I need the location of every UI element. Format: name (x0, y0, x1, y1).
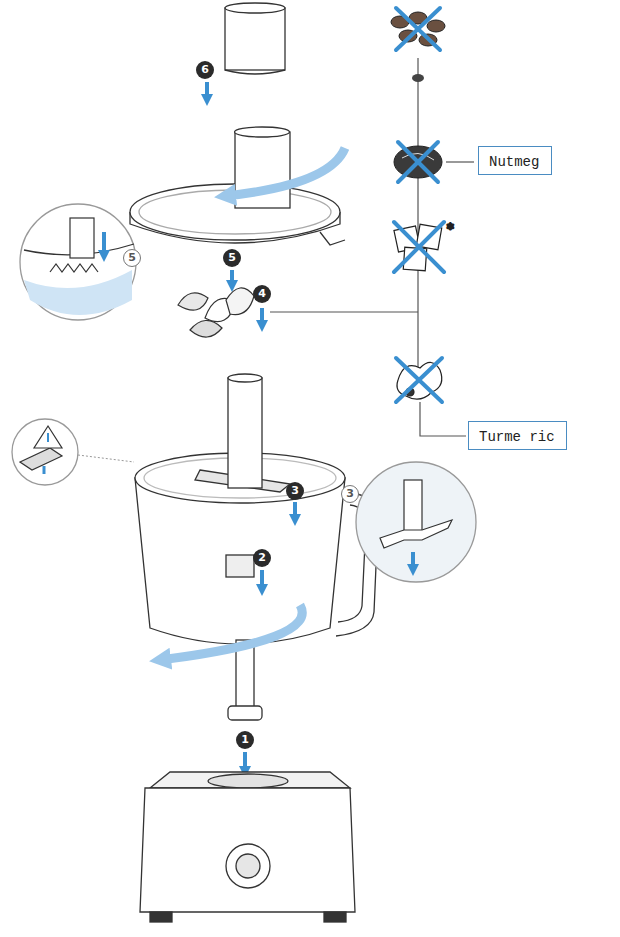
safety-lock-detail (47, 433, 49, 442)
insert-arrow (205, 82, 209, 100)
callout-number: 5 (223, 249, 241, 267)
safety-lock-detail (12, 419, 134, 485)
forbidden-cross (396, 358, 442, 402)
onion-and-blade (190, 320, 222, 337)
motor-base (226, 844, 270, 888)
callout-number: 4 (253, 285, 271, 303)
insert-arrow (243, 752, 247, 772)
leader-line (270, 58, 474, 436)
food-pusher (225, 3, 285, 13)
forbidden-cross (396, 8, 440, 50)
leader-line (420, 402, 466, 436)
blade-detail-zoom (411, 552, 415, 570)
bowl (226, 555, 254, 577)
safety-lock-detail (20, 448, 62, 470)
peppercorn (412, 74, 424, 82)
lid (130, 127, 345, 245)
leader-line (417, 58, 418, 390)
motor-base (140, 772, 355, 922)
motor-base (208, 774, 288, 788)
label-box: Turme ric (468, 421, 567, 450)
food-pusher (225, 8, 285, 70)
safety-lock-detail (34, 426, 62, 448)
bowl (228, 374, 262, 382)
ingredient-label: Turme ric (479, 429, 555, 445)
onion-and-blade (226, 288, 254, 315)
insert-arrow (260, 570, 264, 590)
lid-detail-zoom (70, 218, 94, 258)
lid (320, 232, 345, 245)
callout-number: 6 (196, 61, 214, 79)
ice-cubes: ❄ (446, 221, 454, 232)
ingredient-label: Nutmeg (489, 154, 539, 170)
leader-line (446, 161, 474, 162)
onion-and-blade (178, 288, 254, 337)
label-box: Nutmeg (478, 146, 552, 175)
lid-detail-zoom (20, 204, 136, 320)
insert-arrow (293, 502, 297, 520)
forbidden-cross (398, 142, 438, 182)
lid (235, 127, 290, 137)
food-pusher (225, 70, 285, 74)
food-pusher (225, 3, 285, 74)
callout-number: 3 (286, 482, 304, 500)
motor-base (150, 912, 172, 922)
motor-base (140, 788, 355, 912)
lid-detail-zoom (20, 204, 140, 320)
forbidden-cross (396, 8, 440, 50)
onion-and-blade (178, 293, 208, 310)
leader-line (270, 311, 418, 312)
coffee-beans (427, 20, 445, 32)
nutmeg (402, 153, 434, 160)
rotate-arrow (160, 605, 302, 660)
forbidden-cross (396, 358, 442, 402)
bowl (228, 378, 262, 488)
forbidden-cross (394, 222, 444, 272)
motor-base (150, 772, 350, 788)
safety-lock-detail (43, 466, 46, 474)
drive-shaft (228, 706, 262, 720)
callout-number: 1 (236, 731, 254, 749)
insert-arrow (230, 270, 234, 286)
forbidden-cross (394, 8, 444, 402)
callout-number: 5 (123, 249, 141, 267)
bowl (135, 374, 378, 644)
safety-lock-detail (12, 419, 78, 485)
rotate-arrow (225, 148, 345, 196)
motor-base (324, 912, 346, 922)
blade-detail-zoom (356, 462, 476, 582)
blade-detail-zoom (380, 520, 452, 548)
safety-lock-detail (78, 455, 134, 462)
blade-detail-zoom (404, 480, 422, 532)
lid-detail-zoom (24, 270, 132, 315)
motor-base (236, 854, 260, 878)
insert-arrow (260, 308, 264, 326)
lid-detail-zoom (102, 232, 106, 256)
forbidden-cross (398, 142, 438, 182)
forbidden-cross (394, 222, 444, 272)
lid-detail-zoom (50, 264, 98, 272)
blade-detail-zoom (356, 462, 476, 582)
callout-number: 3 (341, 485, 359, 503)
callout-number: 2 (253, 549, 271, 567)
